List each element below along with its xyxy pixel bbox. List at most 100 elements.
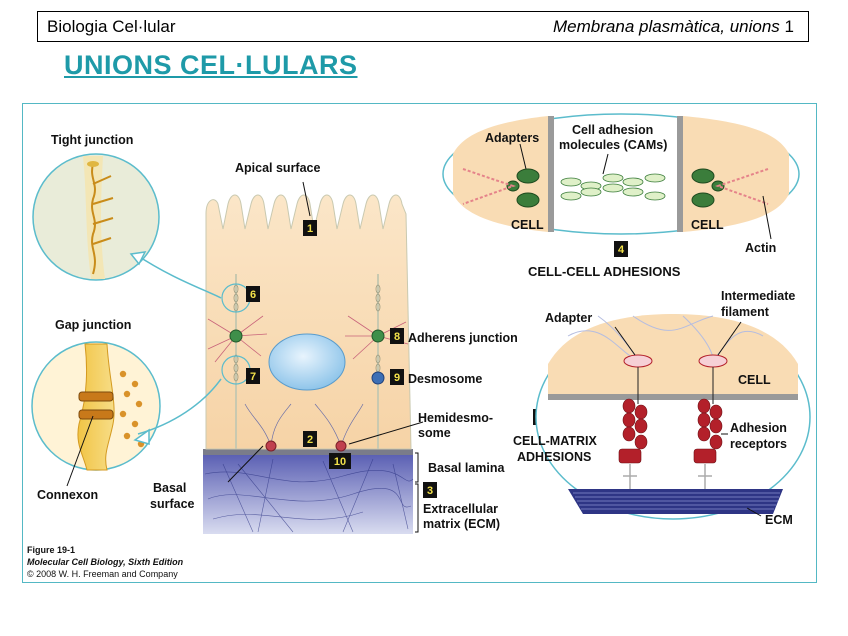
basal-lamina-layer — [203, 449, 413, 455]
badge-10-text: 10 — [334, 456, 346, 468]
label-connexon: Connexon — [37, 488, 98, 502]
tight-junction-inset: Tight junction — [32, 133, 222, 299]
label-desmosome: Desmosome — [408, 372, 482, 386]
ecm-block — [203, 454, 413, 534]
gap-junction-arrowhead — [133, 428, 150, 445]
slide-title: UNIONS CEL·LULARS — [64, 50, 358, 80]
label-ecm-short: ECM — [765, 513, 793, 527]
label-cams-2: molecules (CAMs) — [559, 138, 667, 152]
cell-matrix-adhesions-inset: Adapter Intermediate filament CELL Adhes… — [513, 289, 811, 527]
adhesion-receptors-right — [693, 398, 723, 464]
badge-4-text: 4 — [618, 244, 625, 256]
adapters-leader — [519, 143, 527, 170]
label-cell-cell-adhesions: CELL-CELL ADHESIONS — [528, 264, 681, 279]
label-cell-matrix-1: CELL-MATRIX — [513, 434, 597, 448]
cell-matrix-cell-region — [548, 314, 798, 394]
caption-book: Molecular Cell Biology, Sixth Edition — [27, 557, 184, 567]
badge-6 — [246, 286, 260, 302]
basal-lamina-bracket — [415, 452, 419, 483]
actin-leader — [762, 195, 772, 240]
label-intermediate-filament-2: filament — [721, 305, 770, 319]
badge-8-text: 8 — [394, 331, 400, 343]
connexon-leader — [66, 415, 94, 487]
cell-junctions-figure: 1 2 3 4 5 6 7 8 9 10 Apical surface Adhe… — [27, 113, 811, 579]
label-adhesion-receptors-1: Adhesion — [730, 421, 787, 435]
label-adapters: Adapters — [485, 131, 539, 145]
label-apical-surface: Apical surface — [235, 161, 321, 175]
label-basal-surface-2: surface — [150, 497, 195, 511]
badge-3 — [423, 482, 437, 498]
nucleus — [268, 333, 346, 391]
hemidesmosome-left — [265, 440, 277, 452]
header-topic: Membrana plasmàtica, unions 1 — [553, 17, 794, 37]
connexon-channel-2 — [78, 409, 114, 420]
gap-junction-inset: Gap junction Connexon — [31, 318, 222, 502]
actin-filaments — [462, 168, 769, 205]
label-ecm-1: Extracellular — [423, 502, 498, 516]
cams-leader — [602, 153, 609, 175]
cam-chain — [560, 173, 666, 201]
badge-9 — [390, 369, 404, 385]
header-bar: Biologia Cel·lular Membrana plasmàtica, … — [37, 11, 809, 42]
connexon-channel-1 — [78, 391, 114, 402]
cell-matrix-adapter-right — [698, 354, 728, 368]
label-cams-1: Cell adhesion — [572, 123, 653, 137]
badge-1 — [303, 220, 317, 236]
label-hemidesmosome-1: Hemidesmo- — [418, 411, 493, 425]
badge-2-text: 2 — [307, 434, 313, 446]
page-number: 1 — [784, 17, 794, 36]
cell-matrix-ecm — [568, 489, 783, 514]
tight-junction-beads — [233, 284, 381, 382]
membrane-left — [548, 116, 554, 232]
ecm-bracket — [415, 483, 419, 533]
badge-3-text: 3 — [427, 485, 433, 497]
desmosome-sphere — [371, 371, 385, 385]
adherens-junction-left — [229, 329, 243, 343]
tight-junction-arrowhead — [129, 251, 147, 266]
tight-junction-arrow — [134, 253, 222, 299]
label-hemidesmosome-2: some — [418, 426, 451, 440]
tight-junction-strands — [91, 163, 114, 275]
membrane-right — [677, 116, 683, 232]
label-cell-matrix-2: ADHESIONS — [517, 450, 591, 464]
basal-leader — [227, 445, 264, 483]
cell-matrix-membrane — [548, 394, 798, 400]
label-actin: Actin — [745, 241, 776, 255]
tight-junction-knob — [87, 161, 99, 167]
apical-leader — [302, 181, 311, 217]
cell-cell-adhesions-inset: Adapters Cell adhesion molecules (CAMs) … — [442, 113, 800, 279]
topic-text: Membrana plasmàtica, unions — [553, 17, 780, 36]
label-basal-lamina: Basal lamina — [428, 461, 505, 475]
label-cell-matrix-cell: CELL — [738, 373, 771, 387]
hemidesmosome-right — [335, 440, 347, 452]
label-cell-left: CELL — [511, 218, 544, 232]
badge-10 — [329, 453, 351, 469]
label-adherens-junction: Adherens junction — [408, 331, 518, 345]
gap-junction-particles — [119, 370, 145, 448]
adhesion-receptors-left — [618, 398, 648, 464]
badge-8 — [390, 328, 404, 344]
label-basal-surface-1: Basal — [153, 481, 186, 495]
badge-9-text: 9 — [394, 372, 400, 384]
badge-7 — [246, 368, 260, 384]
adapter-leader — [614, 326, 636, 356]
ecm-short-leader — [746, 507, 762, 517]
label-cell-right: CELL — [691, 218, 724, 232]
badge-7-text: 7 — [250, 371, 256, 383]
course-name: Biologia Cel·lular — [47, 17, 176, 36]
label-tight-junction: Tight junction — [51, 133, 133, 147]
badge-2 — [303, 431, 317, 447]
figure-frame: 1 2 3 4 5 6 7 8 9 10 Apical surface Adhe… — [22, 103, 817, 583]
label-gap-junction: Gap junction — [55, 318, 131, 332]
ecm-binding — [623, 464, 712, 489]
epithelium-diagram — [203, 181, 424, 534]
hemidesmosome-leader — [348, 421, 424, 445]
badge-4 — [614, 241, 628, 257]
label-adapter: Adapter — [545, 311, 592, 325]
ecm-fibers — [204, 458, 414, 533]
caption-copyright: © 2008 W. H. Freeman and Company — [27, 569, 178, 579]
badge-6-text: 6 — [250, 289, 256, 301]
badge-1-text: 1 — [307, 223, 313, 235]
adherens-junction-right — [371, 329, 385, 343]
label-intermediate-filament-1: Intermediate — [721, 289, 795, 303]
